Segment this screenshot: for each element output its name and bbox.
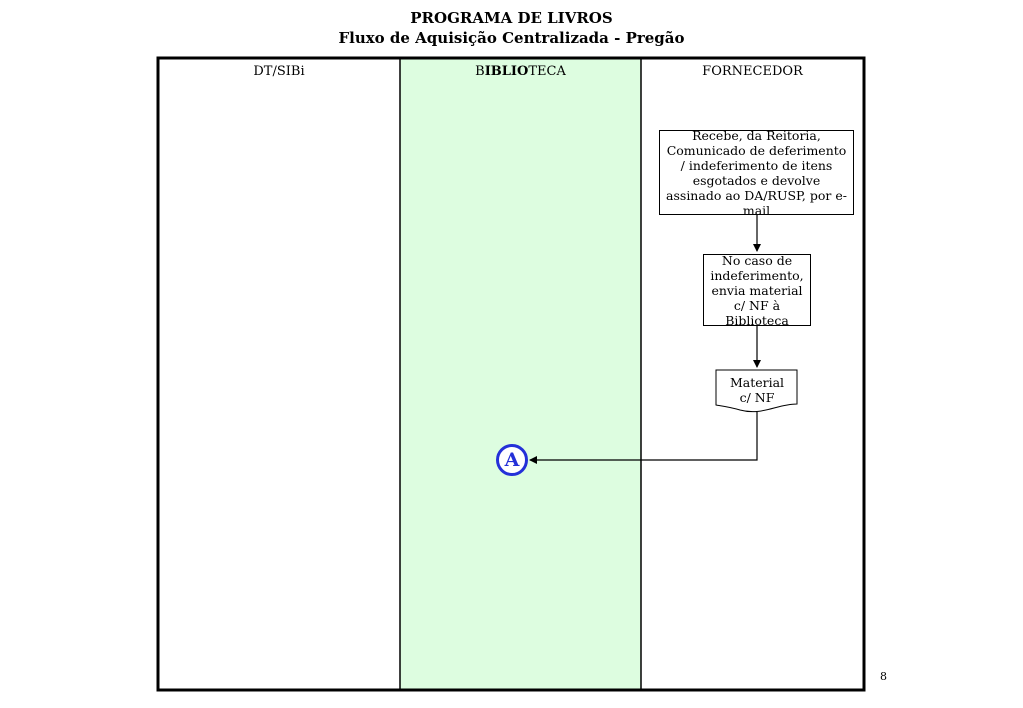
lane-header-biblioteca-b: B <box>475 64 485 79</box>
lane-header-fornecedor: FORNECEDOR <box>702 64 803 79</box>
diagram-subtitle: Fluxo de Aquisição Centralizada - Pregão <box>338 29 685 47</box>
lane-header-biblioteca-rest: TECA <box>528 64 566 79</box>
lane-header-biblioteca: BIBLIOTECA <box>400 64 641 79</box>
lane-header-biblioteca-bold: IBLIO <box>484 64 529 79</box>
arrow-document-to-connector <box>529 412 758 464</box>
lane-header-dt-sibi: DT/SIBi <box>253 64 305 79</box>
document-shape <box>715 369 798 413</box>
diagram-frame <box>156 56 866 692</box>
process-box-step2: No caso de indeferimento, envia material… <box>703 253 811 328</box>
diagram-title: PROGRAMA DE LIVROS <box>410 9 613 27</box>
page-number: 8 <box>880 670 887 683</box>
connector-a: A <box>496 444 528 476</box>
document-label: Material c/ NF <box>729 375 785 405</box>
process-box-step1: Recebe, da Reitoria, Comunicado de defer… <box>659 128 854 218</box>
biblioteca-lane <box>400 58 641 690</box>
